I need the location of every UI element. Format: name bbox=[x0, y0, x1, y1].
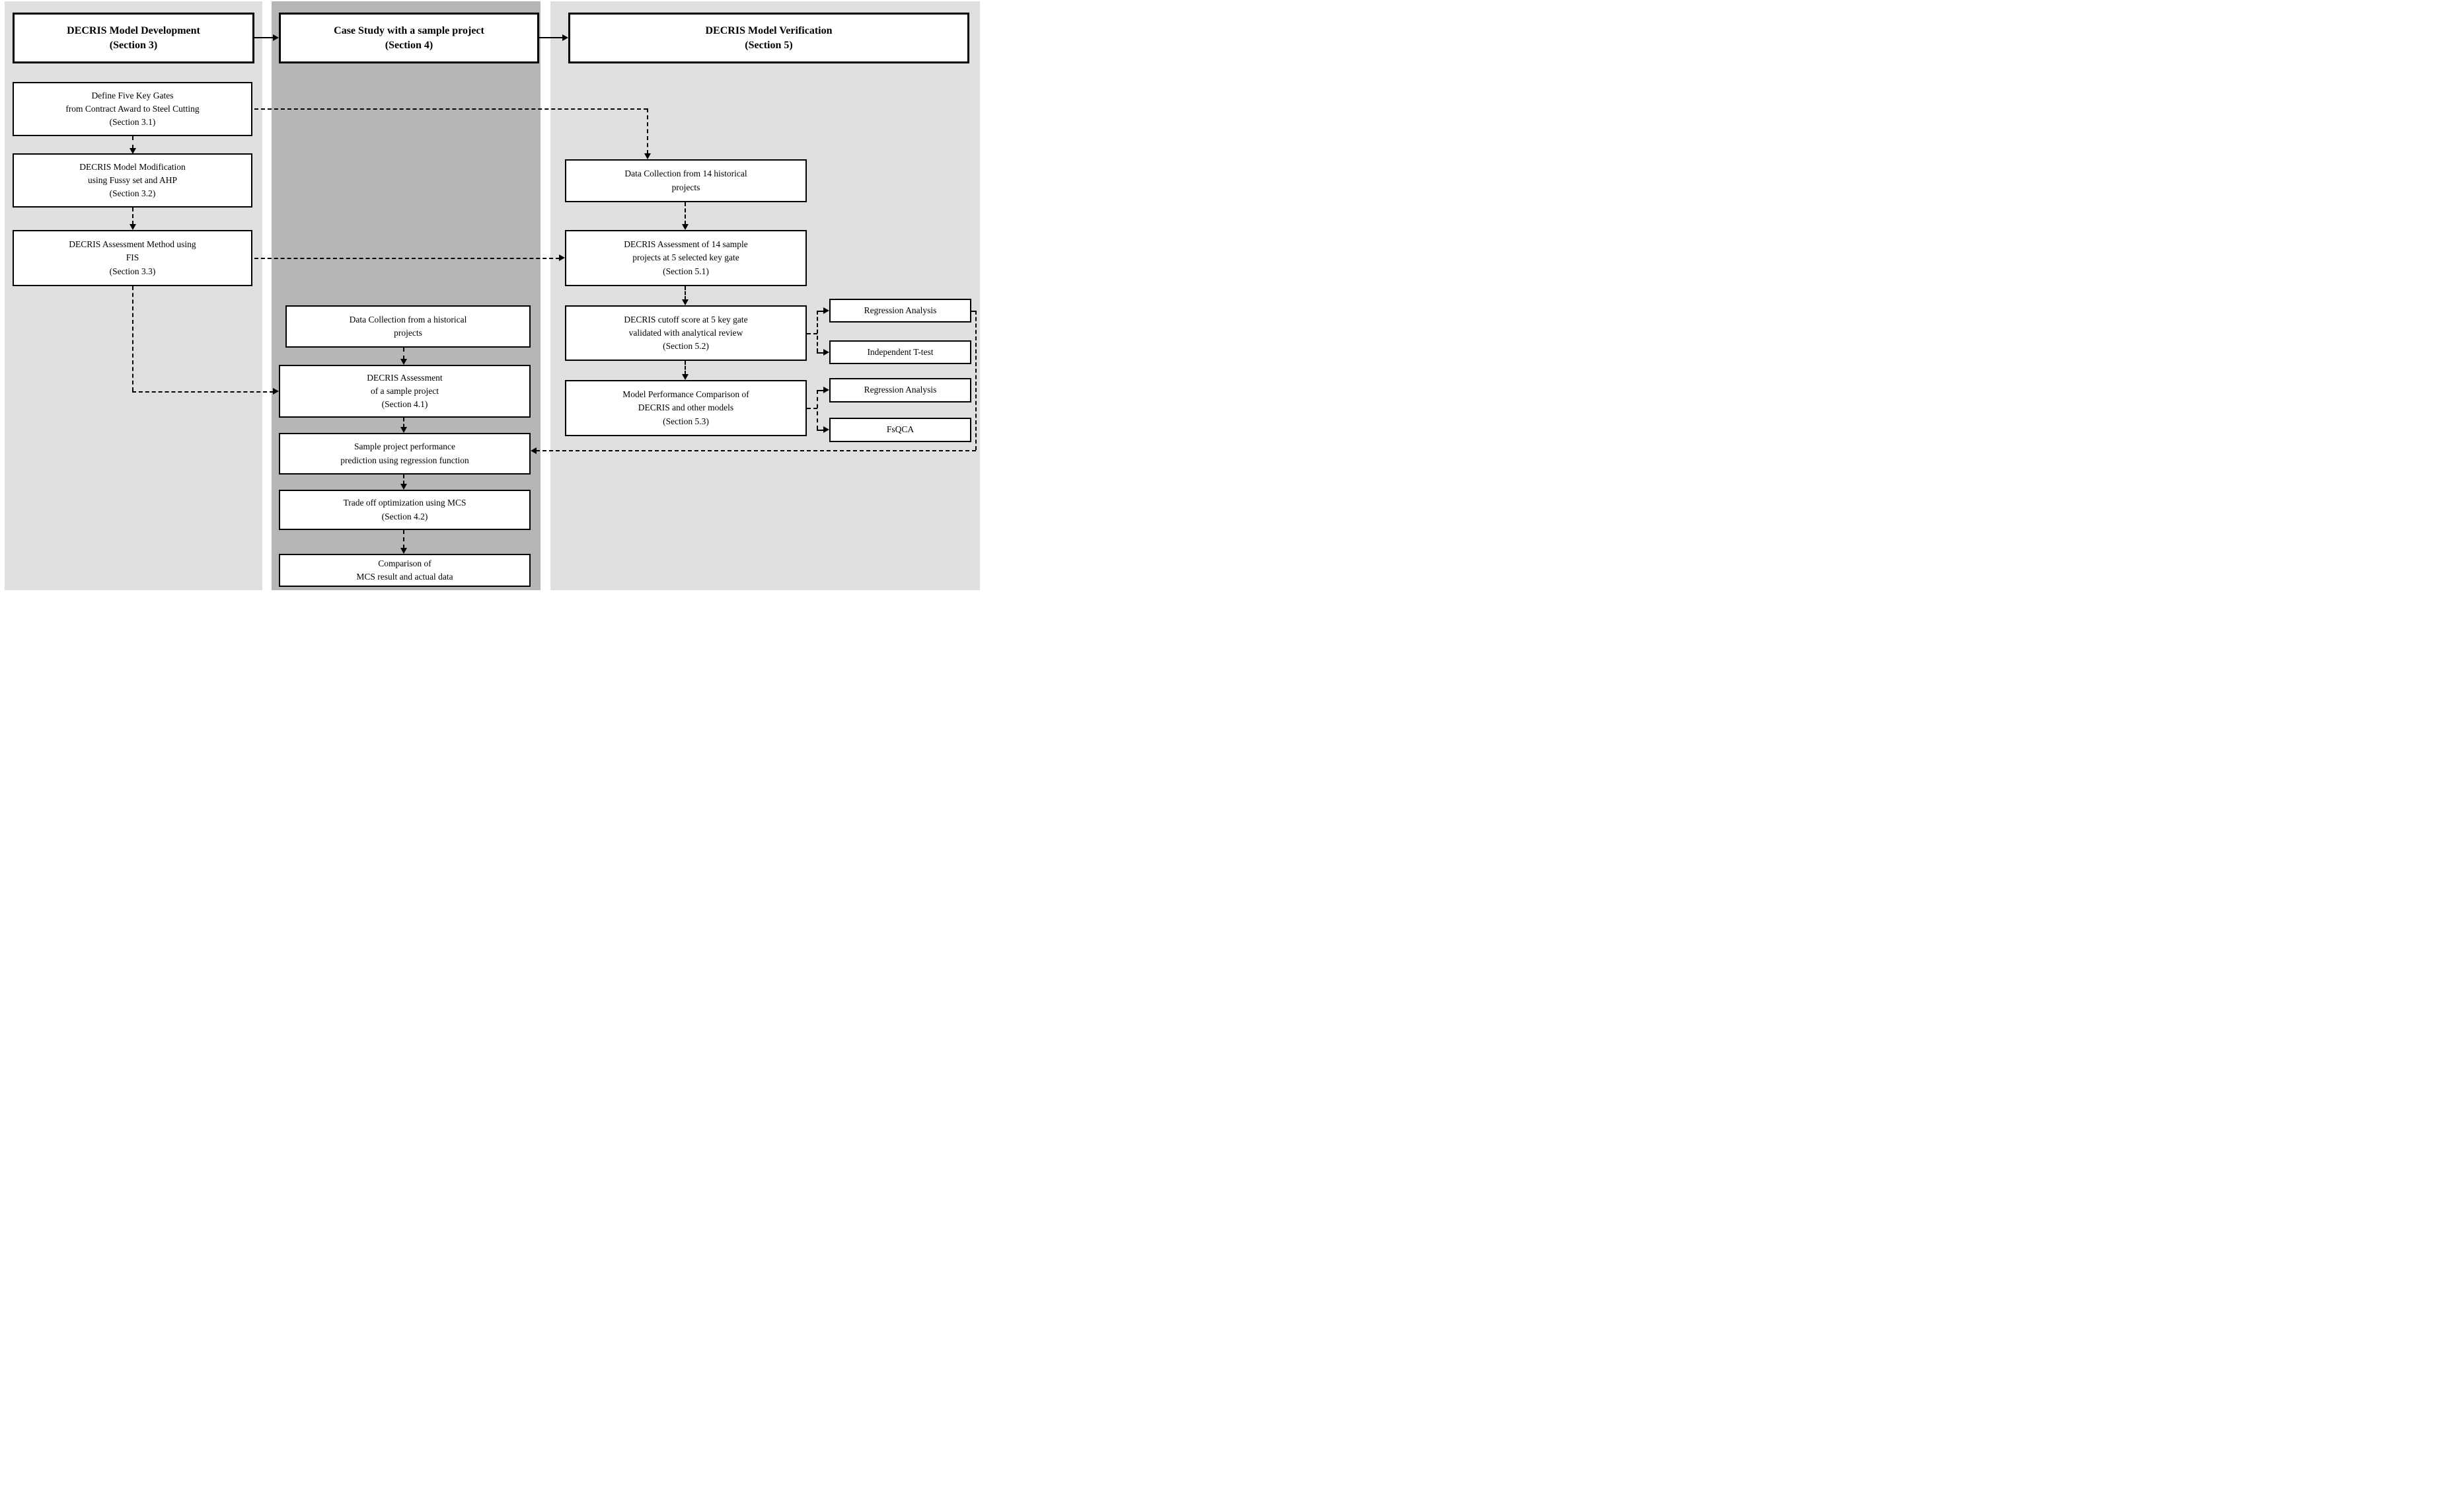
box-model-modification: DECRIS Model Modification using Fussy se… bbox=[13, 153, 252, 208]
arrow-modelcomp-stub bbox=[807, 408, 817, 409]
arrow-feedback-stub bbox=[971, 311, 976, 312]
arrow-into-ttest-head bbox=[823, 349, 829, 356]
box-model-comparison: Model Performance Comparison of DECRIS a… bbox=[565, 380, 807, 436]
arrow-gates-to-modification-head bbox=[130, 148, 136, 154]
arrow-collection-to-sample-head bbox=[400, 359, 407, 365]
arrow-into-fsqca-line bbox=[817, 430, 824, 431]
arrow-into-regression2-line bbox=[817, 390, 824, 391]
arrow-modification-to-method-head bbox=[130, 224, 136, 230]
box-fsqca: FsQCA bbox=[829, 418, 971, 442]
arrow-feedback-vline bbox=[975, 311, 977, 450]
box-trade-off: Trade off optimization using MCS (Sectio… bbox=[279, 490, 531, 530]
arrow-method-to-sample-head bbox=[273, 388, 279, 395]
arrow-feedback-head bbox=[531, 447, 537, 454]
arrow-collection14-to-assessment14-line bbox=[685, 202, 686, 225]
box-data-collection-historical: Data Collection from a historical projec… bbox=[285, 305, 531, 348]
arrow-assessment14-to-cutoff-line bbox=[685, 286, 686, 300]
box-comparison-mcs: Comparison of MCS result and actual data bbox=[279, 554, 531, 587]
arrow-modification-to-method-line bbox=[132, 208, 133, 225]
arrow-gates-to-collection14-head bbox=[644, 153, 651, 159]
arrow-into-ttest-line bbox=[817, 352, 824, 354]
arrow-method-to-sample-hline bbox=[132, 391, 274, 393]
arrow-collection14-to-assessment14-head bbox=[682, 224, 689, 230]
arrow-prediction-to-tradeoff-head bbox=[400, 484, 407, 490]
box-independent-t-test: Independent T-test bbox=[829, 340, 971, 364]
box-cutoff-score: DECRIS cutoff score at 5 key gate valida… bbox=[565, 305, 807, 361]
arrow-into-fsqca-head bbox=[823, 426, 829, 433]
arrow-into-regression1-line bbox=[817, 311, 824, 312]
arrow-method-to-assessment14-head bbox=[559, 254, 565, 261]
arrow-gates-to-collection14-hline bbox=[254, 108, 648, 110]
arrow-tradeoff-to-comparison-line bbox=[403, 530, 404, 549]
box-assessment-sample: DECRIS Assessment of a sample project (S… bbox=[279, 365, 531, 418]
header-model-verification: DECRIS Model Verification (Section 5) bbox=[568, 13, 969, 63]
header-case-study: Case Study with a sample project (Sectio… bbox=[279, 13, 539, 63]
arrow-tradeoff-to-comparison-head bbox=[400, 548, 407, 554]
flowchart-figure: DECRIS Model Development (Section 3) Cas… bbox=[0, 0, 986, 595]
arrow-method-to-assessment14-line bbox=[254, 258, 560, 259]
header-model-development: DECRIS Model Development (Section 3) bbox=[13, 13, 254, 63]
arrow-gates-to-collection14-vline bbox=[647, 108, 648, 154]
arrow-cutoff-stub bbox=[807, 333, 817, 334]
arrow-into-regression1-head bbox=[823, 307, 829, 314]
arrow-cutoff-split-vline bbox=[817, 311, 818, 352]
arrow-dev-to-case-line bbox=[254, 37, 274, 38]
arrow-cutoff-to-modelcomp-head bbox=[682, 374, 689, 380]
arrow-gates-to-modification-line bbox=[132, 136, 133, 149]
arrow-into-regression2-head bbox=[823, 387, 829, 393]
panel-model-verification bbox=[550, 1, 980, 590]
arrow-sample-to-prediction-head bbox=[400, 427, 407, 433]
arrow-method-to-sample-vline bbox=[132, 286, 133, 391]
arrow-modelcomp-split-vline bbox=[817, 390, 818, 430]
arrow-assessment14-to-cutoff-head bbox=[682, 299, 689, 305]
box-data-collection-14: Data Collection from 14 historical proje… bbox=[565, 159, 807, 202]
box-assessment-14: DECRIS Assessment of 14 sample projects … bbox=[565, 230, 807, 286]
box-regression-analysis-1: Regression Analysis bbox=[829, 299, 971, 323]
arrow-prediction-to-tradeoff-line bbox=[403, 475, 404, 484]
arrow-dev-to-case-head bbox=[273, 34, 279, 41]
box-define-gates: Define Five Key Gates from Contract Awar… bbox=[13, 82, 252, 136]
arrow-feedback-hline bbox=[536, 450, 976, 451]
arrow-cutoff-to-modelcomp-line bbox=[685, 361, 686, 375]
box-regression-analysis-2: Regression Analysis bbox=[829, 378, 971, 402]
arrow-sample-to-prediction-line bbox=[403, 418, 404, 428]
arrow-case-to-ver-line bbox=[539, 37, 563, 38]
arrow-collection-to-sample-line bbox=[403, 348, 404, 360]
arrow-case-to-ver-head bbox=[562, 34, 568, 41]
box-performance-prediction: Sample project performance prediction us… bbox=[279, 433, 531, 475]
box-assessment-method: DECRIS Assessment Method using FIS (Sect… bbox=[13, 230, 252, 286]
